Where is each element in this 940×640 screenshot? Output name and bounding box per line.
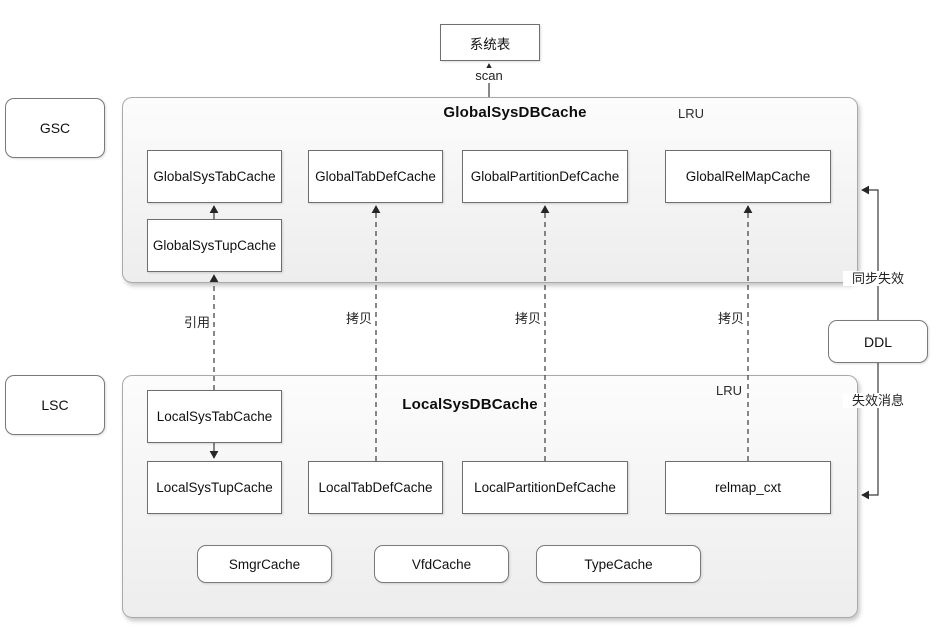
copy-relmap-label: 拷贝 — [717, 311, 744, 326]
sync-invalidate-label: 同步失效 — [843, 271, 913, 286]
global-container-title: GlobalSysDBCache — [443, 104, 587, 121]
typecache-box: TypeCache — [536, 545, 701, 583]
global-lru-label: LRU — [678, 106, 705, 121]
ddl-invalidate-message-arrow — [861, 363, 879, 500]
local-tabdefcache-box: LocalTabDefCache — [308, 461, 443, 514]
local-systupcache-box: LocalSysTupCache — [147, 461, 282, 514]
local-systabcache-box: LocalSysTabCache — [147, 390, 282, 443]
system-table-box: 系统表 — [440, 24, 540, 61]
copy-tabdef-label: 拷贝 — [345, 311, 372, 326]
local-lru-label: LRU — [716, 383, 743, 398]
relmap-cxt-box: relmap_cxt — [665, 461, 831, 514]
global-tabdefcache-box: GlobalTabDefCache — [308, 150, 443, 203]
invalidate-message-label: 失效消息 — [843, 393, 913, 408]
ddl-box: DDL — [828, 320, 928, 363]
local-container-title: LocalSysDBCache — [402, 396, 538, 413]
ddl-sync-invalidate-arrow — [861, 185, 879, 320]
vfdcache-box: VfdCache — [374, 545, 509, 583]
global-partitiondefcache-box: GlobalPartitionDefCache — [462, 150, 628, 203]
local-partitiondefcache-box: LocalPartitionDefCache — [462, 461, 628, 514]
scan-label: scan — [467, 68, 511, 83]
smgrcache-box: SmgrCache — [197, 545, 332, 583]
lsc-box: LSC — [5, 375, 105, 435]
copy-partitiondef-label: 拷贝 — [514, 311, 541, 326]
gsc-box: GSC — [5, 98, 105, 158]
global-systabcache-box: GlobalSysTabCache — [147, 150, 282, 203]
global-systupcache-box: GlobalSysTupCache — [147, 219, 282, 272]
refer-label: 引用 — [183, 315, 210, 330]
global-relmapcache-box: GlobalRelMapCache — [665, 150, 831, 203]
